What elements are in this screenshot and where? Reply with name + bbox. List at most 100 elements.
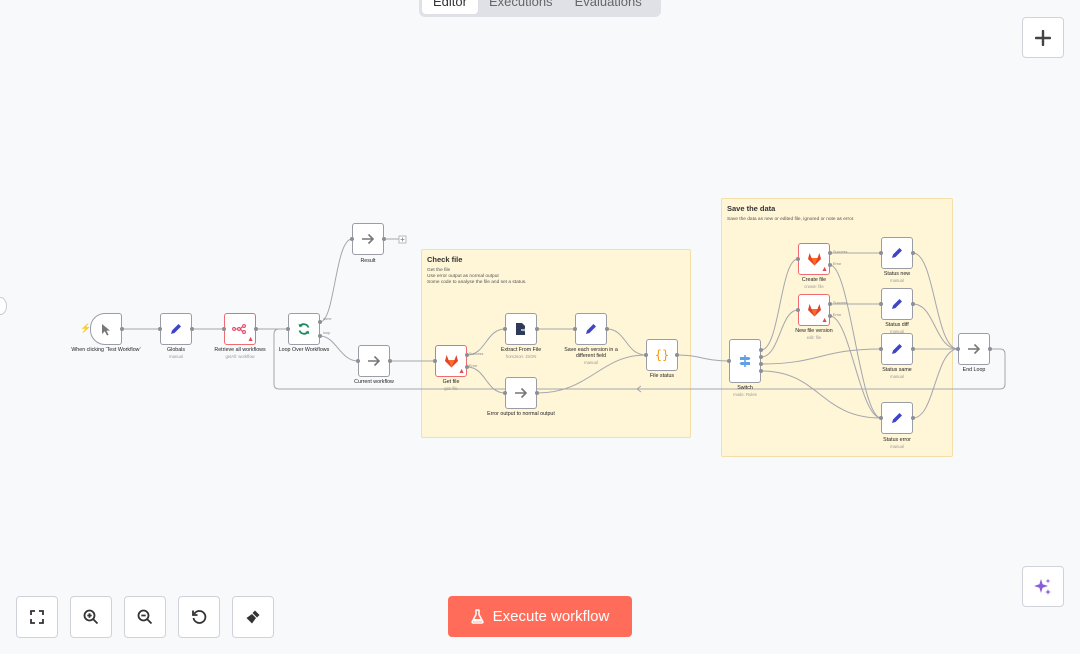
tidy-up-button[interactable] bbox=[232, 596, 274, 638]
pencil-icon bbox=[892, 299, 902, 309]
node-label: File status bbox=[649, 373, 675, 379]
pencil-icon bbox=[892, 344, 902, 354]
arrow-right-icon bbox=[362, 233, 375, 245]
node-label: Extract From File bbox=[500, 347, 542, 353]
node-label: When clicking ‘Test Workflow’ bbox=[71, 347, 141, 353]
output-label-success: Success bbox=[833, 250, 848, 254]
add-node-button[interactable] bbox=[1022, 17, 1064, 58]
connection bbox=[319, 335, 359, 362]
arrow-right-icon bbox=[968, 343, 981, 355]
node-error-output[interactable] bbox=[505, 377, 537, 409]
node-get-file[interactable]: ▲ bbox=[435, 345, 467, 377]
node-create-file[interactable]: ▲ bbox=[798, 243, 830, 275]
zoom-in-button[interactable] bbox=[70, 596, 112, 638]
node-subtitle: manual bbox=[890, 329, 904, 334]
node-save-each-version[interactable] bbox=[575, 313, 607, 345]
node-end-loop[interactable] bbox=[958, 333, 990, 365]
gitlab-icon bbox=[807, 304, 821, 317]
reset-zoom-button[interactable] bbox=[178, 596, 220, 638]
warning-icon: ▲ bbox=[821, 266, 828, 273]
node-subtitle: get: file bbox=[444, 386, 458, 391]
connection bbox=[466, 366, 506, 394]
output-label-error: Error bbox=[833, 262, 842, 266]
node-label: Status error bbox=[883, 437, 911, 443]
connection bbox=[829, 264, 882, 419]
connection bbox=[912, 252, 959, 350]
ai-assistant-button[interactable] bbox=[1022, 566, 1064, 607]
code-braces-icon: {} bbox=[654, 347, 670, 362]
node-extract-from-file[interactable] bbox=[505, 313, 537, 345]
connection bbox=[536, 354, 647, 394]
tab-executions[interactable]: Executions bbox=[488, 0, 553, 9]
node-label: Switch bbox=[737, 385, 753, 391]
node-new-file-version[interactable]: ▲ bbox=[798, 294, 830, 326]
node-label: Error output to normal output bbox=[487, 411, 555, 417]
tab-evaluations[interactable]: Evaluations bbox=[574, 0, 642, 9]
node-label: Get file bbox=[442, 379, 460, 385]
node-label: Save each version in a different field bbox=[564, 347, 618, 360]
trigger-bolt-icon: ⚡ bbox=[80, 323, 92, 333]
node-label: Result bbox=[360, 258, 376, 264]
output-label-success: Success bbox=[469, 352, 484, 356]
cursor-icon bbox=[102, 323, 110, 335]
warning-icon: ▲ bbox=[458, 368, 465, 375]
node-file-status[interactable]: {} bbox=[646, 339, 678, 371]
sticky-note-save-data[interactable]: Save the data Save the data as new or ed… bbox=[721, 198, 953, 457]
output-label-error: Error bbox=[833, 313, 842, 317]
reset-zoom-icon bbox=[192, 610, 207, 624]
node-status-same[interactable] bbox=[881, 333, 913, 365]
output-label-success: Success bbox=[833, 301, 848, 305]
node-label: Retrieve all workflows bbox=[214, 347, 266, 353]
node-subtitle: mode: Rules bbox=[733, 392, 757, 397]
node-subtitle: manual bbox=[890, 444, 904, 449]
refresh-icon bbox=[298, 323, 310, 335]
node-label: Create file bbox=[801, 277, 827, 283]
file-export-icon bbox=[516, 323, 528, 335]
node-globals[interactable] bbox=[160, 313, 192, 345]
fit-view-button[interactable] bbox=[16, 596, 58, 638]
node-label: New file version bbox=[795, 328, 833, 334]
node-subtitle: fromJson: JSON bbox=[505, 354, 537, 359]
sticky-text: Save the data as new or edited file, ign… bbox=[727, 217, 855, 222]
output-label-done: done bbox=[323, 317, 332, 321]
loop-back-arrow bbox=[636, 385, 642, 393]
connection bbox=[606, 328, 647, 356]
node-loop-over-workflows[interactable] bbox=[288, 313, 320, 345]
pencil-icon bbox=[892, 413, 902, 423]
pencil-icon bbox=[892, 248, 902, 258]
connection bbox=[760, 370, 882, 419]
node-switch[interactable] bbox=[729, 339, 761, 383]
node-label: End Loop bbox=[962, 367, 986, 373]
output-label-loop: loop bbox=[323, 331, 331, 335]
node-retrieve-workflows[interactable]: ▲ bbox=[224, 313, 256, 345]
sticky-title: Check file bbox=[427, 255, 463, 264]
connection bbox=[760, 309, 799, 358]
node-subtitle: getAll: workflow bbox=[225, 354, 255, 359]
execute-workflow-button[interactable]: Execute workflow bbox=[448, 596, 632, 637]
connection bbox=[676, 354, 730, 362]
output-label-error: Error bbox=[469, 364, 478, 368]
node-label: Status same bbox=[882, 367, 912, 373]
node-trigger[interactable] bbox=[90, 313, 122, 345]
tidy-up-icon bbox=[246, 610, 260, 624]
node-status-error[interactable] bbox=[881, 402, 913, 434]
node-status-new[interactable] bbox=[881, 237, 913, 269]
connection bbox=[760, 348, 882, 365]
tab-editor[interactable]: Editor bbox=[422, 0, 478, 14]
arrow-right-icon bbox=[515, 387, 528, 399]
node-subtitle: create: file bbox=[804, 284, 824, 289]
sparkle-icon bbox=[1034, 578, 1051, 595]
n8n-logo-icon bbox=[232, 324, 246, 334]
node-current-workflow[interactable] bbox=[358, 345, 390, 377]
gitlab-icon bbox=[807, 253, 821, 266]
zoom-out-button[interactable] bbox=[124, 596, 166, 638]
warning-icon: ▲ bbox=[247, 336, 254, 343]
connection bbox=[912, 348, 959, 419]
node-label: Current workflow bbox=[354, 379, 394, 385]
node-status-diff[interactable] bbox=[881, 288, 913, 320]
connection bbox=[760, 258, 799, 351]
node-result[interactable] bbox=[352, 223, 384, 255]
pencil-icon bbox=[171, 324, 181, 334]
